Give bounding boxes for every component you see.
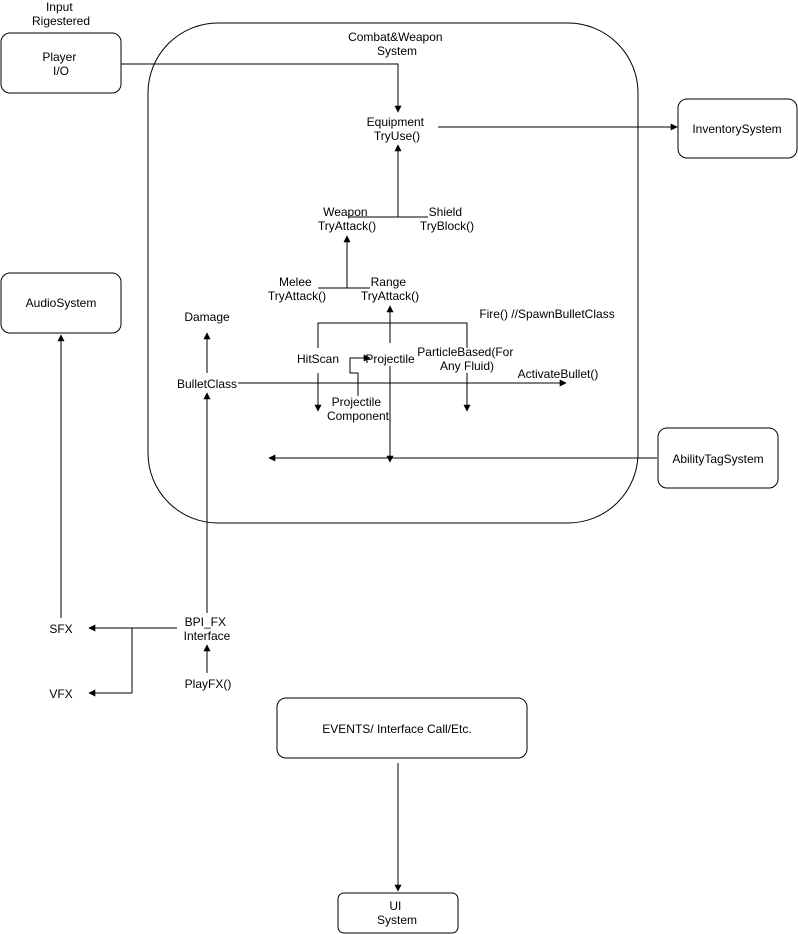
ui-system-box[interactable] xyxy=(337,892,459,934)
play-fx-label: PlayFX() xyxy=(185,677,232,691)
ability-tag-system-box[interactable] xyxy=(657,427,779,489)
connectors xyxy=(57,63,678,892)
fire-label: Fire() //SpawnBulletClass xyxy=(479,307,614,321)
bpi-fx-label: BPI_FX Interface xyxy=(184,615,231,643)
events-label: EVENTS/ Interface Call/Etc. xyxy=(322,722,471,736)
events-box[interactable] xyxy=(276,697,528,759)
ui-system-label: UI System xyxy=(377,899,417,927)
player-io-label: Player I/O xyxy=(42,50,79,78)
bpi-fx-to-vfx-arrow xyxy=(88,628,133,697)
range-label: Range TryAttack() xyxy=(361,275,419,303)
audio-system-box[interactable] xyxy=(0,272,122,334)
input-registered-label: Input Rigestered xyxy=(32,0,90,28)
particle-based-label: ParticleBased(For Any Fluid) xyxy=(417,345,516,373)
inventory-system-label: InventorySystem xyxy=(692,122,781,136)
ability-tag-system-label: AbilityTagSystem xyxy=(672,452,763,466)
inventory-system-box[interactable] xyxy=(677,98,798,159)
activate-bullet-label: ActivateBullet() xyxy=(518,367,599,381)
fire-bracket xyxy=(317,322,468,348)
sfx-label: SFX xyxy=(49,622,72,636)
weapon-label: Weapon TryAttack() xyxy=(318,205,376,233)
bullet-class-label: BulletClass xyxy=(177,377,237,391)
container-title: Combat&Weapon System xyxy=(348,30,446,58)
player-io-box[interactable] xyxy=(0,32,122,94)
equipment-label: Equipment TryUse() xyxy=(367,115,428,143)
projectile-label: Projectile xyxy=(365,352,415,366)
combat-weapon-system-container xyxy=(147,22,639,524)
player-to-equipment-arrow xyxy=(121,63,402,113)
projectile-component-label: Projectile Component xyxy=(327,395,390,423)
vfx-label: VFX xyxy=(49,687,72,701)
audio-system-label: AudioSystem xyxy=(26,296,97,310)
shield-label: Shield TryBlock() xyxy=(420,205,474,233)
hitscan-label: HitScan xyxy=(297,352,339,366)
projectile-component-loop-arrow xyxy=(349,354,371,396)
melee-label: Melee TryAttack() xyxy=(268,275,326,303)
damage-label: Damage xyxy=(184,310,230,324)
